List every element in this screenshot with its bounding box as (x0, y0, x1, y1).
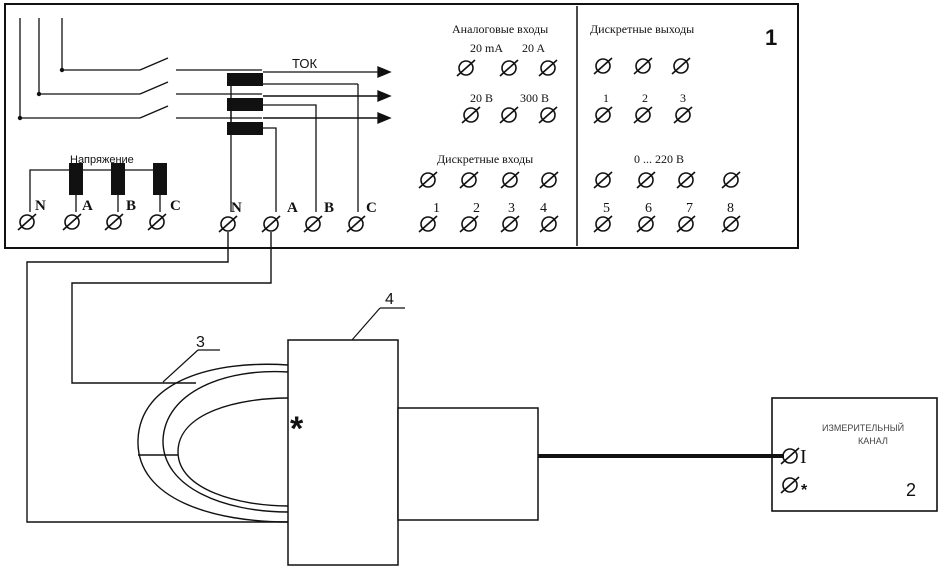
meter-terminal-star (780, 476, 800, 494)
discrete-output-terminal (676, 171, 696, 189)
converter-number: 4 (385, 291, 394, 308)
meter-terminal-star-label: * (801, 482, 808, 499)
discrete-output-terminal (633, 57, 653, 75)
discrete-output-terminal (636, 215, 656, 233)
discrete-output-6-label: 6 (645, 201, 652, 216)
discrete-output-terminal (673, 106, 693, 124)
current-transformers (227, 73, 263, 135)
clamp-number: 3 (196, 334, 205, 351)
discrete-input-terminal (418, 171, 438, 189)
analog-input-300v-label: 300 В (520, 91, 549, 105)
current-terminal-a-label: A (287, 200, 298, 216)
discrete-inputs-title: Дискретные входы (437, 152, 533, 166)
analog-terminal (538, 106, 558, 124)
current-terminal-b-label: B (324, 200, 334, 216)
discrete-inputs-group: Дискретные входы 1 2 3 4 (418, 152, 559, 233)
discrete-output-terminal (721, 215, 741, 233)
voltage-terminal-b-label: B (126, 198, 136, 214)
external-leads (26, 232, 288, 523)
discrete-output-1-label: 1 (603, 91, 609, 105)
discrete-output-7-label: 7 (686, 201, 693, 216)
discrete-input-terminal (539, 171, 559, 189)
panel-number: 1 (765, 25, 777, 50)
current-circuit-wires (230, 83, 359, 212)
voltage-terminal-a-label: A (82, 198, 93, 214)
discrete-input-terminal (418, 215, 438, 233)
discrete-output-voltage-label: 0 ... 220 В (634, 152, 684, 166)
analog-terminal (499, 106, 519, 124)
analog-inputs-title: Аналоговые входы (452, 22, 548, 36)
converter-callout: 4 (351, 291, 405, 341)
discrete-output-terminal (593, 171, 613, 189)
discrete-input-terminal (500, 215, 520, 233)
current-terminals (218, 215, 366, 233)
discrete-output-terminal (721, 171, 741, 189)
analog-terminal (461, 106, 481, 124)
current-terminal-n-label: N (231, 200, 242, 216)
measuring-channel-number: 2 (906, 480, 916, 500)
voltage-terminal-c-label: C (170, 198, 181, 214)
discrete-output-2-label: 2 (642, 91, 648, 105)
discrete-input-3-label: 3 (508, 201, 515, 216)
analog-input-20v-label: 20 В (470, 91, 493, 105)
discrete-input-terminal (459, 171, 479, 189)
measuring-channel-title-1: ИЗМЕРИТЕЛЬНЫЙ (822, 422, 904, 433)
voltage-circuit (29, 169, 161, 212)
discrete-input-terminal (500, 171, 520, 189)
discrete-output-8-label: 8 (727, 201, 734, 216)
voltage-terminals (17, 213, 167, 231)
discrete-output-terminal (636, 171, 656, 189)
discrete-output-terminal (593, 215, 613, 233)
discrete-output-terminal (676, 215, 696, 233)
current-clamp (137, 363, 289, 523)
clamp-converter (287, 339, 539, 566)
discrete-outputs-title: Дискретные выходы (590, 22, 694, 36)
three-phase-bus (19, 18, 262, 119)
voltage-fuses (69, 163, 167, 195)
analog-inputs-group: Аналоговые входы 20 mA 20 A 20 В 300 В (452, 22, 558, 124)
discrete-input-4-label: 4 (540, 201, 547, 216)
meter-terminal-i-label: I (800, 446, 807, 468)
current-arrows (263, 66, 392, 124)
current-terminal-c-label: C (366, 200, 377, 216)
discrete-output-terminal (593, 57, 613, 75)
meter-terminal-i (780, 447, 800, 465)
discrete-output-5-label: 5 (603, 201, 610, 216)
discrete-output-terminal (593, 106, 613, 124)
discrete-input-1-label: 1 (433, 201, 440, 216)
measuring-channel-title-2: КАНАЛ (858, 436, 888, 446)
discrete-input-terminal (539, 215, 559, 233)
discrete-output-3-label: 3 (680, 91, 686, 105)
analog-terminal (456, 59, 476, 77)
clamp-callout: 3 (162, 334, 220, 383)
voltage-label: Напряжение (70, 154, 134, 166)
polarity-star: * (290, 410, 304, 448)
discrete-input-terminal (459, 215, 479, 233)
analog-input-20ma-label: 20 mA (470, 41, 503, 55)
discrete-input-2-label: 2 (473, 201, 480, 216)
measuring-channel: ИЗМЕРИТЕЛЬНЫЙ КАНАЛ I * 2 (771, 397, 938, 512)
analog-terminal (499, 59, 519, 77)
voltage-terminal-n-label: N (35, 198, 46, 214)
discrete-output-terminal (633, 106, 653, 124)
analog-terminal (538, 59, 558, 77)
bus-nodes (17, 67, 65, 121)
test-set-panel: 1 (4, 3, 799, 249)
current-label: ТОК (292, 56, 317, 71)
discrete-outputs-group: Дискретные выходы 1 2 3 0 ... 220 В 5 6 … (590, 22, 741, 233)
analog-input-20a-label: 20 A (522, 41, 545, 55)
discrete-output-terminal (671, 57, 691, 75)
